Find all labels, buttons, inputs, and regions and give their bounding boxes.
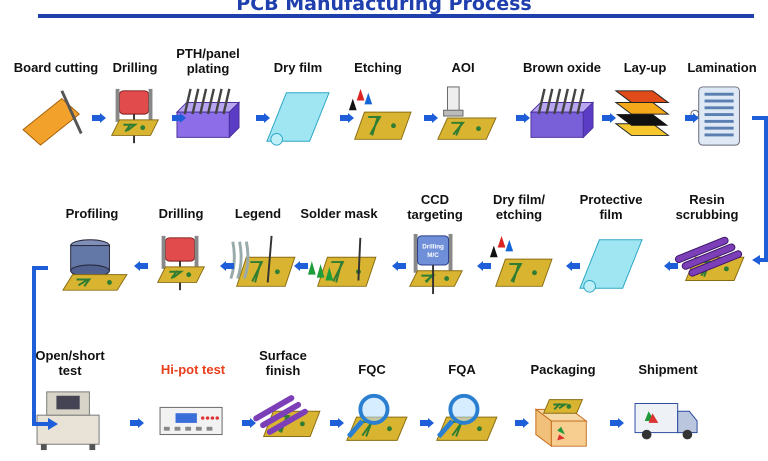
flow-arrow-icon bbox=[330, 418, 344, 428]
svg-text:Drilling: Drilling bbox=[422, 243, 444, 250]
legend-print-icon bbox=[220, 232, 296, 296]
magnifier-icon bbox=[424, 388, 500, 452]
magnifier-icon bbox=[334, 388, 410, 452]
step-label: Packaging bbox=[530, 362, 596, 377]
etching-icon bbox=[340, 85, 416, 149]
film-sheet-icon bbox=[260, 85, 336, 149]
page-title: PCB Manufacturing Process bbox=[236, 0, 532, 15]
flow-arrow-icon bbox=[610, 418, 624, 428]
aoi-inspection-icon bbox=[425, 85, 501, 149]
flow-arrow-icon bbox=[515, 418, 529, 428]
step-label: Dry film bbox=[273, 60, 323, 75]
step-label: Lay-up bbox=[623, 60, 667, 75]
etching-icon bbox=[481, 232, 557, 296]
flow-arrow-icon bbox=[602, 113, 616, 123]
surface-finish-icon bbox=[245, 388, 321, 452]
step-label: Drilling bbox=[112, 60, 158, 75]
scrubbing-rollers-icon bbox=[669, 232, 745, 296]
flow-arrow-icon bbox=[92, 113, 106, 123]
row-connector-left-arrow bbox=[32, 266, 58, 430]
drill-icon bbox=[97, 85, 173, 149]
layup-stack-icon bbox=[607, 85, 683, 149]
ccd-drill-icon: Drilling M/C bbox=[397, 232, 473, 296]
row-connector-right-arrow bbox=[752, 116, 768, 265]
packaging-box-icon bbox=[525, 388, 601, 452]
step-label: Brown oxide bbox=[522, 60, 601, 75]
flow-arrow-icon bbox=[294, 261, 308, 271]
flow-arrow-icon bbox=[134, 261, 148, 271]
flow-arrow-icon bbox=[424, 113, 438, 123]
step-label: FQA bbox=[448, 362, 476, 377]
step-label: Shipment bbox=[638, 362, 698, 377]
flow-arrow-icon bbox=[256, 113, 270, 123]
step-label: Dry film/etching bbox=[492, 192, 545, 222]
flow-arrow-icon bbox=[340, 113, 354, 123]
lamination-press-icon bbox=[684, 85, 760, 149]
svg-text:M/C: M/C bbox=[427, 252, 439, 259]
flow-arrow-icon bbox=[566, 261, 580, 271]
step-label: Lamination bbox=[687, 60, 757, 75]
flow-arrow-icon bbox=[220, 261, 234, 271]
flow-arrow-icon bbox=[242, 418, 256, 428]
flow-arrow-icon bbox=[477, 261, 491, 271]
plating-tank-icon bbox=[170, 85, 246, 149]
test-station-icon bbox=[32, 388, 108, 452]
step-label: Legend bbox=[234, 206, 282, 221]
step-label: Board cutting bbox=[13, 60, 99, 75]
step-label: AOI bbox=[451, 60, 475, 75]
oxide-tank-icon bbox=[524, 85, 600, 149]
board-cutting-icon bbox=[18, 85, 94, 149]
flow-arrow-icon bbox=[664, 261, 678, 271]
flow-arrow-icon bbox=[130, 418, 144, 428]
step-label: Etching bbox=[354, 60, 402, 75]
flow-arrow-icon bbox=[172, 113, 186, 123]
flow-arrow-icon bbox=[685, 113, 699, 123]
step-label: Solder mask bbox=[300, 206, 378, 221]
step-label: FQC bbox=[358, 362, 386, 377]
flow-arrow-icon bbox=[392, 261, 406, 271]
flow-arrow-icon bbox=[516, 113, 530, 123]
drill-icon bbox=[143, 232, 219, 296]
step-label: Drilling bbox=[158, 206, 204, 221]
flow-arrow-icon bbox=[420, 418, 434, 428]
title-underline bbox=[38, 14, 754, 18]
solder-mask-icon bbox=[301, 232, 377, 296]
step-label: Hi-pot test bbox=[160, 362, 226, 377]
hipot-tester-icon bbox=[155, 388, 231, 452]
profiling-router-icon bbox=[54, 232, 130, 296]
film-sheet-icon bbox=[573, 232, 649, 296]
step-label: Profiling bbox=[65, 206, 119, 221]
delivery-truck-icon bbox=[630, 388, 706, 452]
